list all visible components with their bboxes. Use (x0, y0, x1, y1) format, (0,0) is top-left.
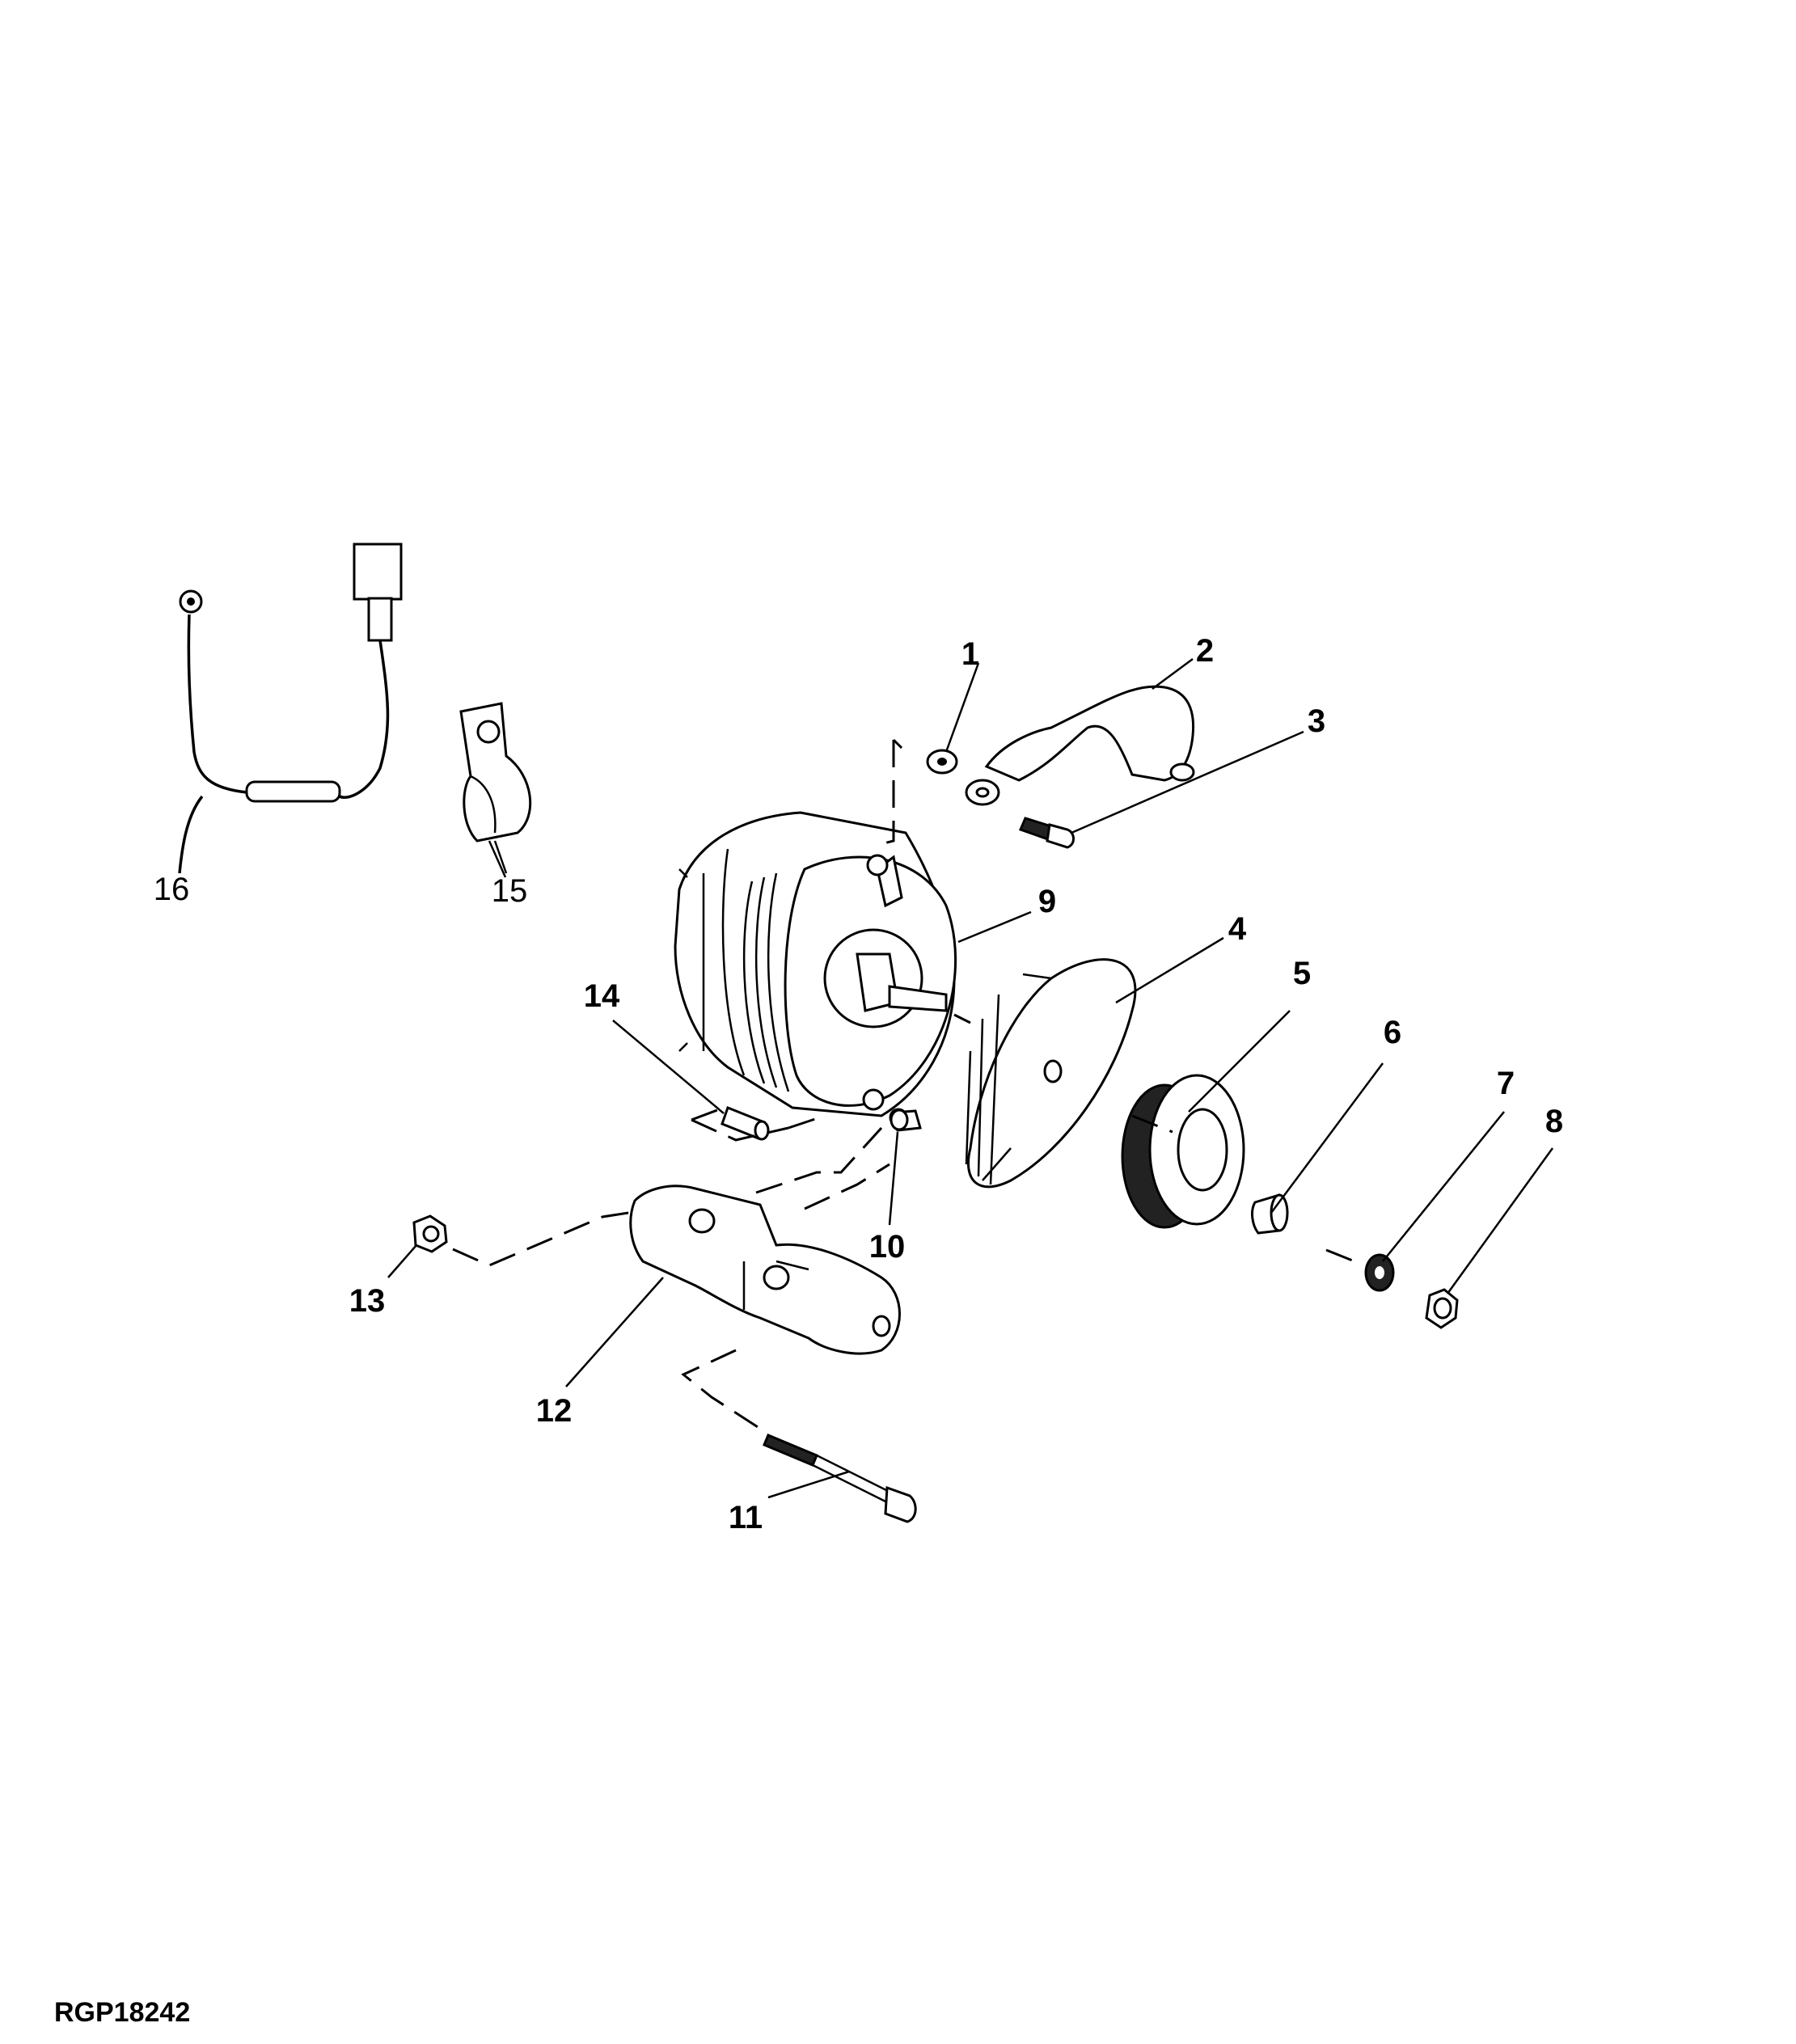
callout-14: 14 (584, 978, 620, 1014)
part-1-washer (926, 749, 1000, 806)
part-9-alternator (674, 811, 957, 1127)
callout-1: 1 (961, 636, 979, 672)
callout-12: 12 (536, 1393, 573, 1429)
callout-labels: 1 2 3 4 5 6 7 8 9 10 11 12 13 14 15 16 (154, 633, 1563, 1535)
callout-5: 5 (1293, 956, 1311, 991)
part-10-bushing (890, 1109, 922, 1132)
part-13-nut (412, 1214, 448, 1253)
assembly-lines (452, 738, 1359, 1434)
callout-9: 9 (1038, 884, 1056, 919)
leader-lines (387, 657, 1554, 1499)
callout-7: 7 (1497, 1066, 1515, 1101)
part-14-pin (721, 1106, 770, 1141)
part-15-clamp (459, 702, 532, 874)
callout-11: 11 (729, 1500, 763, 1535)
callout-10: 10 (869, 1229, 906, 1265)
part-12-mounting-bracket (629, 1185, 901, 1355)
part-6-spacer (1251, 1193, 1289, 1235)
part-2-bracket (984, 685, 1195, 782)
part-7-washer (1364, 1253, 1395, 1292)
callout-16: 16 (154, 872, 190, 907)
part-5-pulley (1121, 1074, 1245, 1229)
callout-4: 4 (1228, 911, 1247, 947)
callout-13: 13 (349, 1283, 386, 1319)
callout-2: 2 (1196, 633, 1214, 669)
callout-8: 8 (1545, 1104, 1563, 1139)
callout-3: 3 (1308, 703, 1325, 739)
part-3-bolt (1018, 817, 1075, 849)
figure-id: RGP18242 (54, 1997, 190, 2028)
callout-6: 6 (1384, 1015, 1401, 1050)
part-4-fan (965, 958, 1137, 1189)
part-11-long-bolt (763, 1434, 917, 1523)
part-8-nut (1425, 1288, 1459, 1329)
callout-15: 15 (492, 873, 528, 909)
part-16-wire-harness (178, 543, 403, 874)
